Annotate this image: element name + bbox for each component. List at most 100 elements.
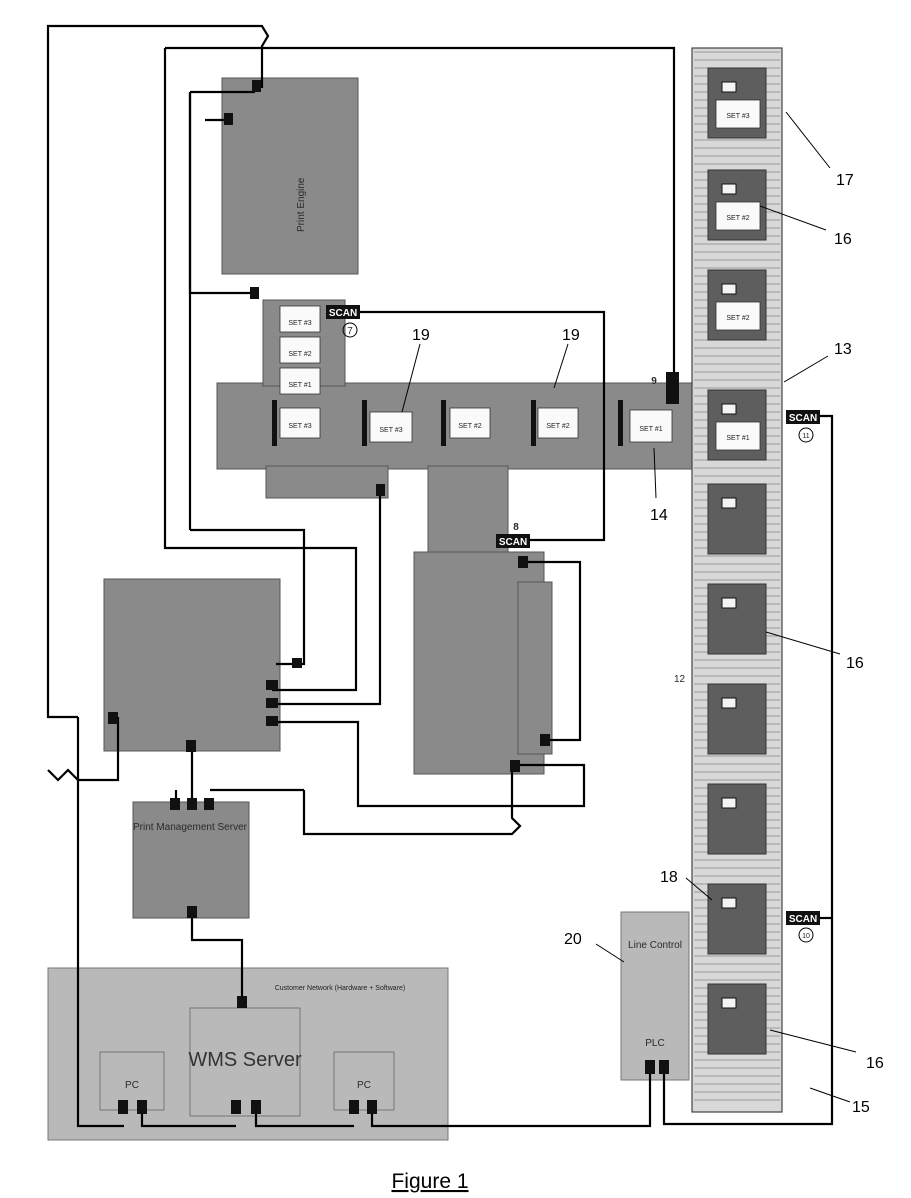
ref-16-bottom: 16 (866, 1055, 884, 1072)
scanner-9 (666, 372, 679, 404)
leader-line (784, 356, 828, 382)
ref-11: 11 (802, 433, 809, 440)
queued-card-label: SET #2 (288, 351, 311, 358)
ref-19-right: 19 (562, 327, 580, 344)
port (266, 680, 278, 690)
tray-card-label: SET #2 (726, 315, 749, 322)
wms-server-label: WMS Server (188, 1049, 302, 1071)
scanner-label: SCAN (499, 537, 527, 548)
leader-line (810, 1088, 850, 1102)
tray-body (708, 584, 766, 654)
tray-tag (722, 404, 736, 414)
tray-body (708, 484, 766, 554)
tray-tag (722, 598, 736, 608)
tray-tag (722, 184, 736, 194)
tray-tag (722, 798, 736, 808)
port (266, 716, 278, 726)
tray-tag (722, 284, 736, 294)
tray-tag (722, 698, 736, 708)
dispenser-card-label: SET #1 (639, 426, 662, 433)
port (266, 698, 278, 708)
queued-card (280, 306, 320, 332)
line-control-label: Line Control (628, 940, 682, 951)
dispenser-card-label: SET #2 (546, 423, 569, 430)
ref-15: 15 (852, 1099, 870, 1116)
port (251, 1100, 261, 1114)
dispenser-divider (531, 400, 536, 446)
ref-10: 10 (802, 933, 810, 940)
line-control-box (621, 912, 689, 1080)
port (118, 1100, 128, 1114)
port (518, 556, 528, 568)
scanner-7: SCAN (326, 305, 360, 319)
print-management-server-box (133, 802, 249, 918)
output-card-queue: SET #3 SET #2 SET #1 (280, 306, 320, 394)
pc-right-label: PC (357, 1080, 371, 1091)
port (186, 740, 196, 752)
port (137, 1100, 147, 1114)
ref-14: 14 (650, 507, 668, 524)
port (659, 1060, 669, 1074)
ref-16-top: 16 (834, 231, 852, 248)
tray-tag (722, 82, 736, 92)
scanner-label: SCAN (789, 413, 817, 424)
dispenser-card-label: SET #3 (379, 427, 402, 434)
port (250, 287, 259, 299)
ref-20: 20 (564, 931, 582, 948)
queued-card (280, 368, 320, 394)
port (224, 113, 233, 125)
print-engine-label: Print Engine (296, 177, 307, 232)
tray-body (708, 884, 766, 954)
tray-tag (722, 498, 736, 508)
dispenser-divider (362, 400, 367, 446)
print-engine-box (222, 78, 358, 274)
encoding-slot (518, 582, 552, 754)
tray-card-label: SET #2 (726, 215, 749, 222)
port (252, 80, 261, 92)
port (349, 1100, 359, 1114)
dispenser-card-label: SET #2 (458, 423, 481, 430)
dispenser-divider (441, 400, 446, 446)
tray-body (708, 784, 766, 854)
scanner-10: SCAN (786, 911, 820, 925)
ref-7: 7 (347, 326, 353, 337)
scanner-label: SCAN (329, 308, 357, 319)
port (645, 1060, 655, 1074)
leader-line (770, 1030, 856, 1052)
conveyor-tray (708, 784, 766, 854)
port (237, 996, 247, 1008)
port (367, 1100, 377, 1114)
port (510, 760, 520, 772)
queued-card (280, 337, 320, 363)
tray-tag (722, 898, 736, 908)
conveyor-tray (708, 484, 766, 554)
conveyor-tray (708, 984, 766, 1054)
tray-body (708, 984, 766, 1054)
scanner-11: SCAN (786, 410, 820, 424)
scanner-body (666, 372, 679, 404)
ref-19-left: 19 (412, 327, 430, 344)
print-management-server-label: Print Management Server (133, 822, 248, 833)
conveyor-tray: SET #1 (708, 390, 766, 460)
dispenser-driver-box (266, 466, 388, 498)
port (187, 906, 197, 918)
ref-18: 18 (660, 869, 678, 886)
customer-network-label: Customer Network (Hardware + Software) (275, 985, 406, 992)
leader-line (596, 944, 624, 962)
ref-13: 13 (834, 341, 852, 358)
dispenser-divider (272, 400, 277, 446)
queued-card-label: SET #3 (288, 320, 311, 327)
leader-line (554, 344, 568, 388)
plc-label: PLC (645, 1038, 664, 1049)
dispenser-divider (618, 400, 623, 446)
ref-8: 8 (513, 522, 519, 533)
tray-card-label: SET #3 (726, 113, 749, 120)
conveyor-tray: SET #2 (708, 270, 766, 340)
port (540, 734, 550, 746)
conveyor-tray (708, 684, 766, 754)
ref-17: 17 (836, 172, 854, 189)
port (231, 1100, 241, 1114)
conveyor-tray: SET #2 (708, 170, 766, 240)
port (292, 658, 302, 668)
